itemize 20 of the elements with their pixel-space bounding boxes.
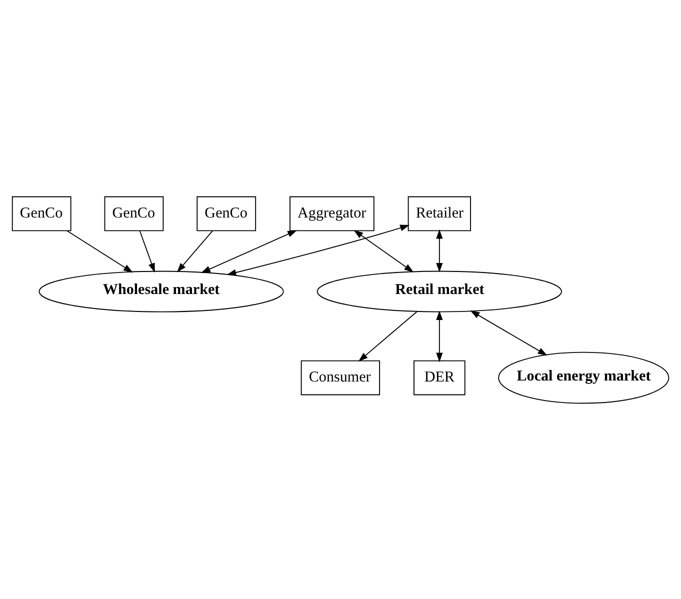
arrow [436,310,443,362]
node-box: GenCo [104,196,164,231]
arrow [200,230,298,272]
node-box: DER [414,360,466,395]
arrow [436,228,443,272]
arrow [139,230,155,272]
node-ellipse: Retail market [316,270,562,312]
node-box: GenCo [196,196,256,231]
node-box: GenCo [12,196,72,231]
arrow [226,224,410,276]
arrow [358,310,418,362]
node-ellipse: Wholesale market [38,270,284,312]
arrow [66,230,133,272]
arrow [354,229,414,272]
node-ellipse: Local energy market [498,351,670,404]
arrow [176,230,214,272]
node-box: Consumer [300,360,380,395]
arrow [470,310,548,356]
node-box: Aggregator [290,196,374,231]
node-box: Retailer [408,196,471,231]
